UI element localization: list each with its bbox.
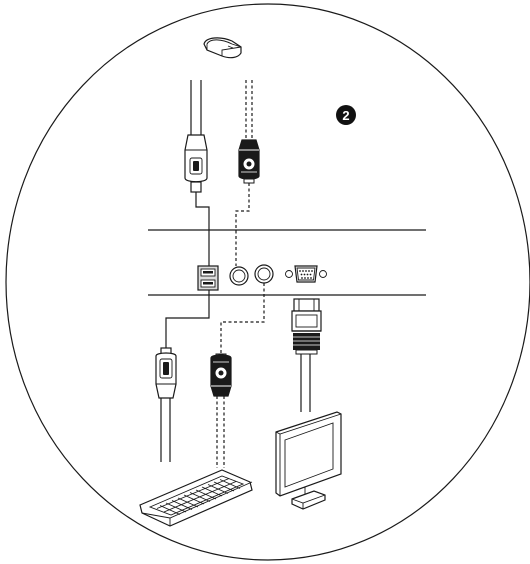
monitor-icon: [275, 411, 342, 510]
vga-plug-icon: [291, 298, 322, 355]
vga-cable: [300, 354, 311, 412]
step-badge-circle: [336, 105, 356, 125]
ps2-plug-icon: [238, 139, 260, 184]
mouse-usb-cable: [190, 80, 202, 135]
mouse-icon: [203, 37, 242, 59]
keyboard-usb-wire: [165, 290, 210, 348]
step-badge: 2: [336, 105, 356, 125]
keyboard-ps2-plug-icon: [210, 353, 232, 397]
keyboard-icon: [139, 469, 253, 527]
keyboard-usb-cable: [160, 398, 171, 462]
ps2-port-2: [254, 264, 274, 284]
keyboard-ps2-wire: [220, 283, 265, 354]
usb-ports: [197, 265, 219, 291]
usb-plug-icon: [184, 134, 208, 193]
keyboard-usb-plug-icon: [155, 347, 177, 399]
diagram-circle-frame: [5, 3, 530, 561]
keyboard-ps2-cable: [216, 396, 225, 468]
mouse-ps2-cable: [245, 80, 253, 140]
mouse-usb-wire: [195, 192, 210, 266]
ps2-port-1: [229, 266, 249, 286]
step-badge-label: 2: [342, 108, 349, 123]
vga-port: [285, 265, 327, 283]
mouse-ps2-wire: [235, 183, 250, 266]
